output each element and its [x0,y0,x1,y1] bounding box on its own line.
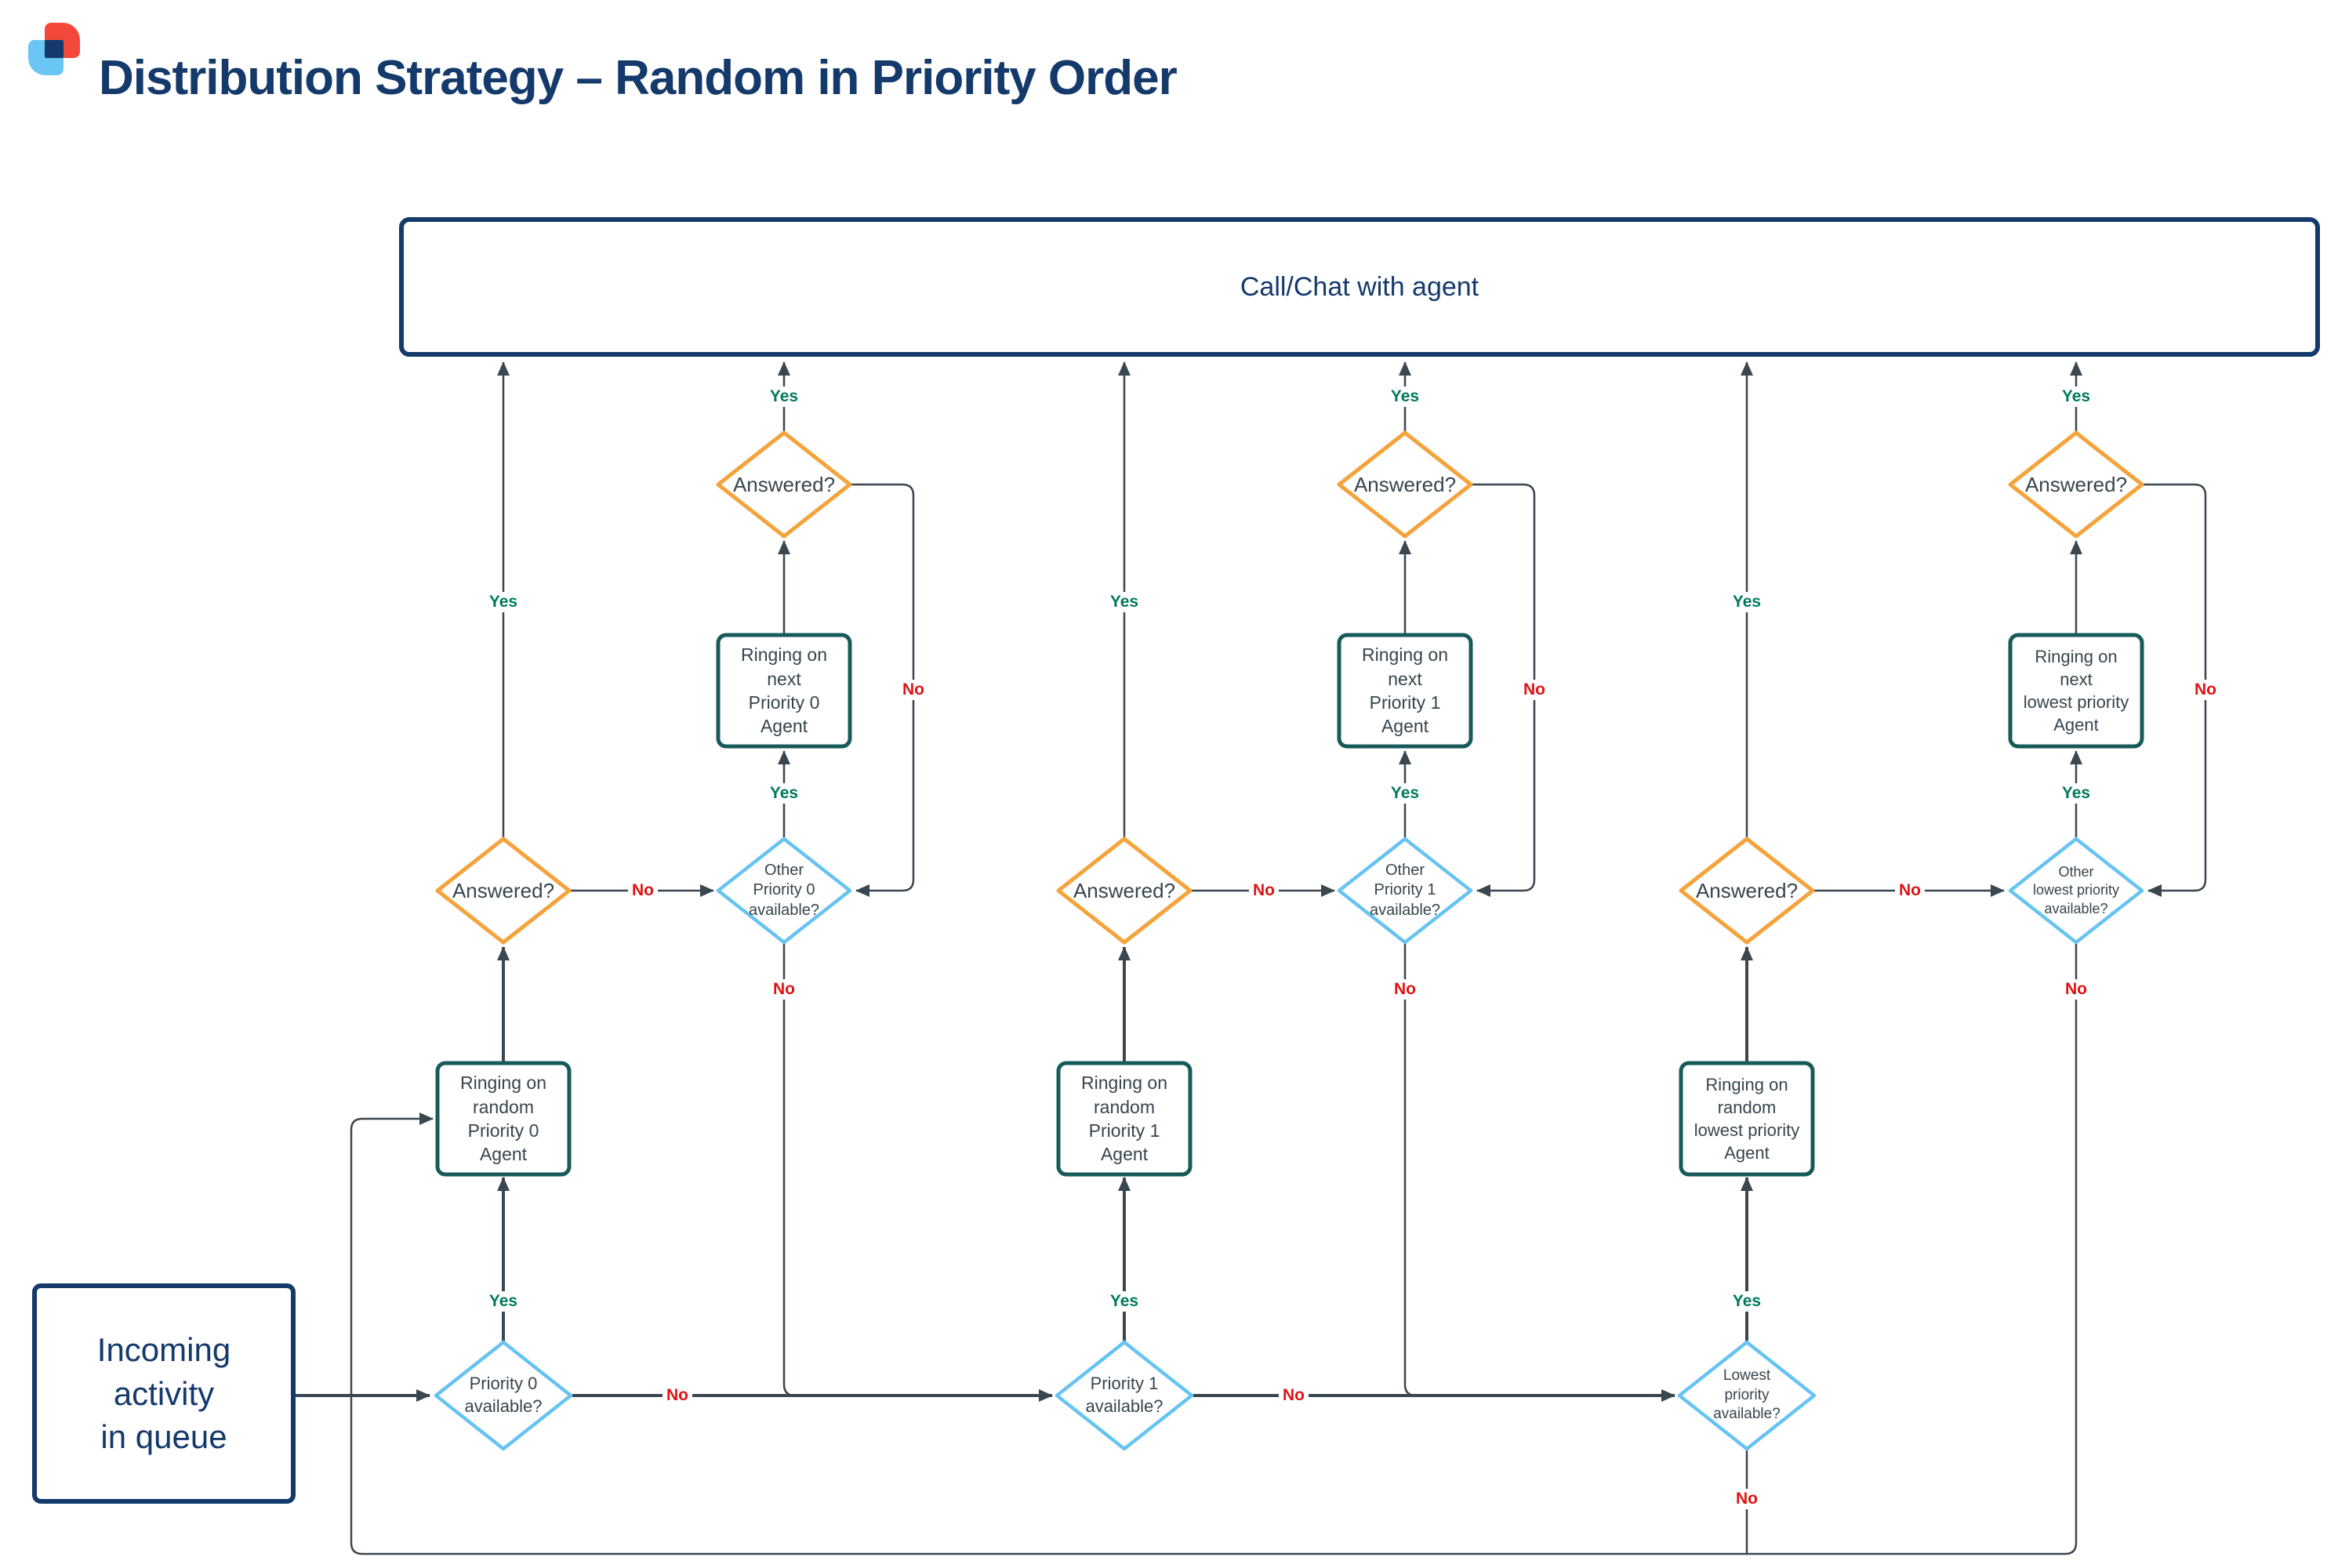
process-ringing-random-priority0 [435,1061,572,1177]
priority0-available-label: Priority 0 available? [464,1374,543,1416]
decision-other-lowest-available [2008,837,2144,945]
decision-answered-priority1 [1056,837,1193,945]
terminator-incoming-activity [32,1283,296,1504]
edge-label-no: No [1249,880,1279,901]
ringing-next-priority0-label: Ringing on next Priority 0 Agent [741,644,827,737]
answered-priority0-label: Answered? [452,878,555,902]
edge-label-no: No [663,1385,692,1406]
edge-label-no: No [1519,680,1549,700]
edge-label-no: No [1732,1489,1762,1509]
edge-label-yes: Yes [485,1291,522,1312]
edge-label-yes: Yes [485,592,522,612]
ringing-next-priority1-label: Ringing on next Priority 1 Agent [1362,644,1448,737]
edges-lowest-priority-column [350,361,2207,1555]
edge-other0-no-down [782,944,796,1397]
edge-label-yes: Yes [2057,783,2095,804]
decision-answered-priority1-top [1337,430,1473,539]
answered-priority1-top-label: Answered? [1353,472,1457,496]
edge-label-yes: Yes [1105,1291,1143,1312]
ringing-random-lowest-label: Ringing on random lowest priority Agent [1694,1074,1800,1163]
edge-label-no: No [628,880,658,901]
edge-label-yes: Yes [1386,387,1424,407]
edge-label-yes: Yes [1386,783,1424,804]
ringing-next-lowest-label: Ringing on next lowest priority Agent [2023,646,2129,735]
edge-label-yes: Yes [765,387,803,407]
decision-priority1-available [1055,1340,1194,1451]
decision-priority0-available [434,1340,573,1451]
edge-label-yes: Yes [1728,1291,1766,1312]
decision-other-priority1-available [1337,837,1473,945]
answered-priority1-label: Answered? [1073,878,1176,902]
decision-other-priority0-available [716,837,852,945]
call-chat-with-agent-label: Call/Chat with agent [1240,271,1479,302]
process-ringing-next-priority0 [716,633,852,749]
priority1-available-label: Priority 1 available? [1085,1374,1164,1416]
page-title: Distribution Strategy – Random in Priori… [99,51,1178,105]
edge-label-no: No [1895,880,1925,901]
lowest-priority-available-label: Lowest priority available? [1713,1367,1781,1423]
edge-label-yes: Yes [1728,592,1766,612]
process-ringing-random-lowest [1679,1061,1815,1177]
edge-label-yes: Yes [2057,387,2095,407]
other-priority0-available-label: Other Priority 0 available? [748,861,820,919]
decision-lowest-priority-available [1677,1340,1817,1451]
other-lowest-available-label: Other lowest priority available? [2032,863,2120,916]
ringing-random-priority1-label: Ringing on random Priority 1 Agent [1081,1073,1167,1165]
ringing-random-priority0-label: Ringing on random Priority 0 Agent [460,1073,546,1165]
process-ringing-random-priority1 [1056,1061,1193,1177]
brand-logo-icon [28,23,80,75]
edge-label-yes: Yes [765,783,803,804]
decision-answered-priority0 [435,837,572,945]
edge-otherlow-no-return-loop [350,944,2078,1555]
edge-label-no: No [2061,979,2091,1000]
decision-answered-priority0-top [716,430,852,539]
process-ringing-next-priority1 [1337,633,1473,749]
edge-other1-no-down [1403,944,1417,1397]
answered-lowest-top-label: Answered? [2024,472,2128,496]
decision-answered-lowest [1679,837,1815,945]
edges-priority0-column [293,361,1053,1402]
edge-label-no: No [2191,680,2220,700]
incoming-activity-label: Incoming activity in queue [96,1331,231,1456]
answered-lowest-label: Answered? [1695,878,1799,902]
answered-priority0-top-label: Answered? [732,472,836,496]
edge-label-no: No [769,979,799,1000]
process-ringing-next-lowest [2008,633,2144,749]
edge-label-yes: Yes [1105,592,1143,612]
decision-answered-lowest-top [2008,430,2144,539]
edge-label-no: No [1279,1385,1309,1406]
terminator-call-chat-with-agent [399,217,2320,357]
edge-label-no: No [898,680,928,700]
edge-label-no: No [1390,979,1420,1000]
other-priority1-available-label: Other Priority 1 available? [1369,861,1441,919]
